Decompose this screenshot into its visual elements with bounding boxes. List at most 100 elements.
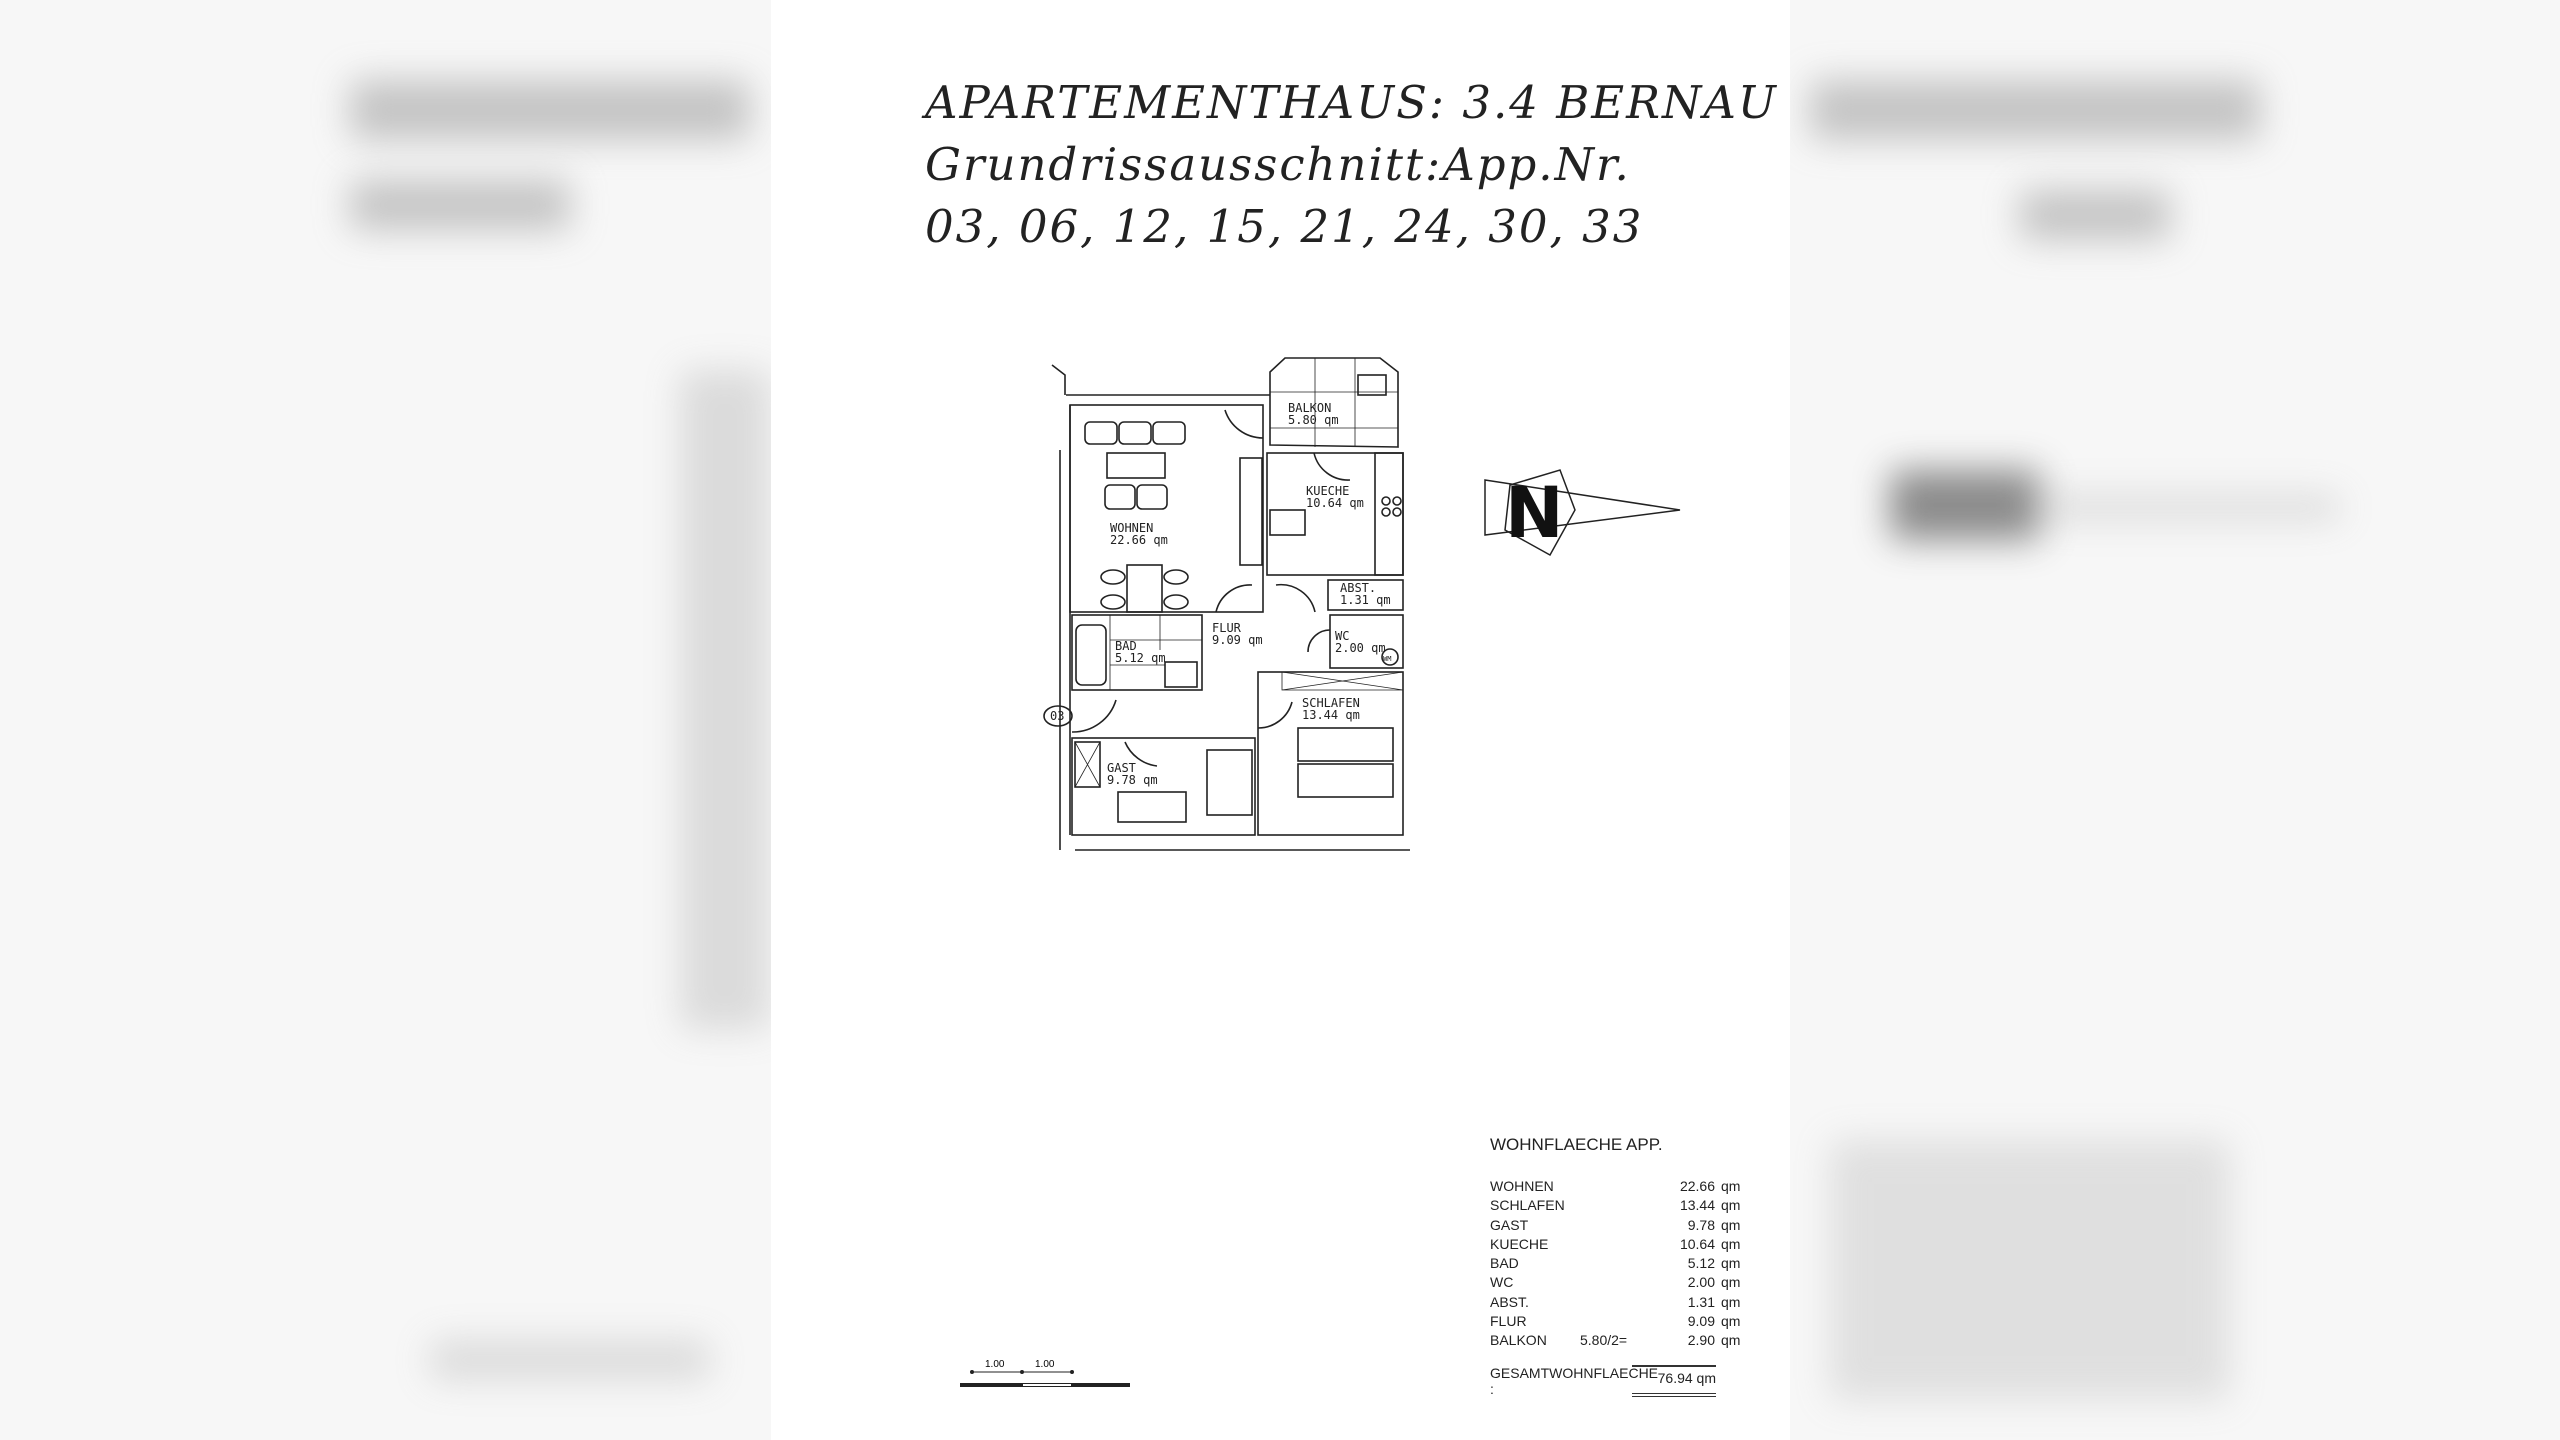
bed-icon bbox=[1206, 749, 1253, 816]
bathtub-icon bbox=[1075, 624, 1107, 686]
bed-icon bbox=[1297, 727, 1394, 762]
door-swing bbox=[1224, 409, 1264, 439]
area-row: SCHLAFEN 13.44 qm bbox=[1490, 1196, 1750, 1215]
label-schlafen: SCHLAFEN bbox=[1302, 696, 1360, 710]
area-row-name: ABST. bbox=[1490, 1293, 1529, 1310]
dining-table-icon bbox=[1100, 564, 1189, 613]
area-row-name: BAD bbox=[1490, 1255, 1519, 1272]
area-row-formula bbox=[1580, 1235, 1650, 1254]
label-wohnen: WOHNEN bbox=[1110, 521, 1153, 535]
area-wohnen: 22.66 qm bbox=[1110, 533, 1168, 547]
area-row-formula: 5.80/2= bbox=[1580, 1332, 1628, 1349]
shower-icon bbox=[1164, 661, 1198, 688]
scale-bar: 1.00 1.00 bbox=[960, 1359, 1130, 1387]
outer-wall bbox=[1051, 364, 1270, 850]
area-schlafen: 13.44 qm bbox=[1302, 708, 1360, 722]
wardrobe-icon bbox=[1281, 671, 1404, 691]
area-row-formula bbox=[1580, 1254, 1650, 1273]
shelf-icon bbox=[1239, 457, 1263, 566]
title-line-2: Grundrissausschnitt:App.Nr. bbox=[925, 138, 1631, 191]
area-row-name: BALKON bbox=[1490, 1332, 1547, 1349]
area-row-formula bbox=[1580, 1312, 1650, 1331]
label-gast: GAST bbox=[1107, 761, 1136, 775]
sofa-icon bbox=[1084, 421, 1186, 510]
area-row-value: 9.78 bbox=[1687, 1216, 1715, 1233]
room-wc bbox=[1329, 614, 1404, 669]
tile-grid bbox=[1270, 358, 1398, 447]
blurred-compass bbox=[1890, 470, 2040, 540]
area-row-value: 10.64 bbox=[1679, 1235, 1715, 1252]
area-row-value: 2.90 bbox=[1687, 1332, 1715, 1349]
north-arrow-icon: N bbox=[1484, 469, 1681, 557]
area-row-unit: qm bbox=[1721, 1255, 1741, 1272]
apartment-number-badge bbox=[1043, 705, 1073, 727]
label-balkon: BALKON bbox=[1288, 401, 1331, 415]
kitchen-table-icon bbox=[1269, 509, 1306, 536]
area-row: KUECHE 10.64 qm bbox=[1490, 1235, 1750, 1254]
area-wc: 2.00 qm bbox=[1335, 641, 1386, 655]
area-gast: 9.78 qm bbox=[1107, 773, 1158, 787]
blurred-text bbox=[1810, 80, 2260, 140]
blurred-text bbox=[2020, 190, 2170, 240]
area-row-unit: qm bbox=[1721, 1274, 1741, 1291]
room-bad bbox=[1071, 614, 1203, 691]
scale-label-2: 1.00 bbox=[1035, 1359, 1055, 1370]
area-bad: 5.12 qm bbox=[1115, 651, 1166, 665]
wardrobe-icon bbox=[1074, 741, 1101, 788]
area-row-name: KUECHE bbox=[1490, 1235, 1549, 1252]
area-row-name: GAST bbox=[1490, 1216, 1529, 1233]
area-total-row: GESAMTWOHNFLAECHE : 76.94 qm bbox=[1490, 1361, 1750, 1397]
bed-icon bbox=[1297, 763, 1394, 798]
area-row-formula bbox=[1580, 1177, 1650, 1196]
area-row-value: 9.09 bbox=[1687, 1313, 1715, 1330]
area-row-name: WC bbox=[1490, 1274, 1514, 1291]
label-wc: WC bbox=[1335, 629, 1349, 643]
area-row-unit: qm bbox=[1721, 1197, 1741, 1214]
document-title: APARTEMENTHAUS: 3.4 BERNAU Grundrissauss… bbox=[925, 72, 1778, 258]
area-row-name: SCHLAFEN bbox=[1490, 1197, 1565, 1214]
label-kueche: KUECHE bbox=[1306, 484, 1349, 498]
area-row-unit: qm bbox=[1721, 1235, 1741, 1252]
wm-label: WM bbox=[1383, 655, 1391, 663]
area-row-value: 2.00 bbox=[1687, 1274, 1715, 1291]
label-bad: BAD bbox=[1115, 639, 1137, 653]
desk-icon bbox=[1117, 791, 1187, 823]
blurred-scale bbox=[430, 1340, 710, 1380]
area-row-value: 13.44 bbox=[1679, 1197, 1715, 1214]
blurred-text bbox=[350, 180, 570, 230]
total-label: GESAMTWOHNFLAECHE : bbox=[1490, 1364, 1659, 1397]
title-line-3: 03, 06, 12, 15, 21, 24, 30, 33 bbox=[925, 200, 1644, 253]
area-row-unit: qm bbox=[1721, 1293, 1741, 1310]
blurred-compass bbox=[2040, 495, 2340, 520]
door-swing bbox=[1071, 583, 1316, 767]
balcony-table-icon bbox=[1357, 374, 1387, 396]
area-row-formula bbox=[1580, 1293, 1650, 1312]
blurred-table bbox=[1830, 1140, 2230, 1400]
area-row-name: WOHNEN bbox=[1490, 1178, 1554, 1194]
area-kueche: 10.64 qm bbox=[1306, 496, 1364, 510]
area-row-formula bbox=[1580, 1273, 1650, 1292]
label-flur: FLUR bbox=[1212, 621, 1242, 635]
total-value: 76.94 qm bbox=[1632, 1364, 1716, 1397]
area-row-unit: qm bbox=[1721, 1178, 1741, 1194]
room-balkon bbox=[1269, 357, 1399, 448]
room-labels: WOHNEN 22.66 qm BALKON 5.80 qm KUECHE 10… bbox=[1107, 401, 1391, 787]
area-row-value: 1.31 bbox=[1687, 1293, 1715, 1310]
room-gast bbox=[1071, 737, 1256, 836]
area-row-name: FLUR bbox=[1490, 1313, 1527, 1330]
area-row: BAD 5.12 qm bbox=[1490, 1254, 1750, 1273]
area-balkon: 5.80 qm bbox=[1288, 413, 1339, 427]
washing-machine-icon bbox=[1381, 648, 1399, 666]
scale-label-1: 1.00 bbox=[985, 1359, 1005, 1370]
area-table-heading: WOHNFLAECHE APP. bbox=[1490, 1135, 1663, 1154]
area-row-unit: qm bbox=[1721, 1313, 1741, 1330]
area-row-value: 5.12 bbox=[1687, 1255, 1715, 1272]
room-wohnen bbox=[1069, 404, 1264, 613]
title-line-1: APARTEMENTHAUS: 3.4 BERNAU bbox=[925, 76, 1778, 129]
area-row-formula bbox=[1580, 1196, 1650, 1215]
label-abst: ABST. bbox=[1340, 581, 1376, 595]
